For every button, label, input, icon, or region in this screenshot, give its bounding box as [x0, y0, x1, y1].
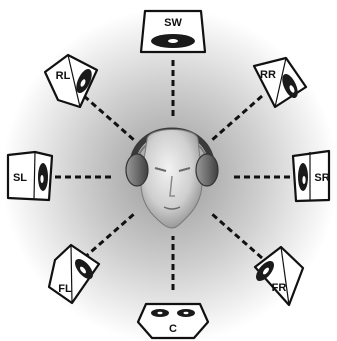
speaker-label-c: C: [169, 323, 177, 335]
speaker-sw: SW: [141, 11, 205, 52]
speaker-label-sl: SL: [13, 172, 27, 184]
speaker-label-sw: SW: [164, 17, 182, 29]
speaker-label-rr: RR: [260, 69, 276, 81]
speaker-label-sr: SR: [314, 172, 329, 184]
speaker-sr: SR: [293, 151, 330, 201]
speaker-c: C: [138, 304, 208, 338]
speaker-label-fr: FR: [272, 282, 287, 294]
speaker-sl: SL: [8, 152, 52, 200]
speaker-label-rl: RL: [56, 70, 71, 82]
speaker-label-fl: FL: [58, 283, 72, 295]
